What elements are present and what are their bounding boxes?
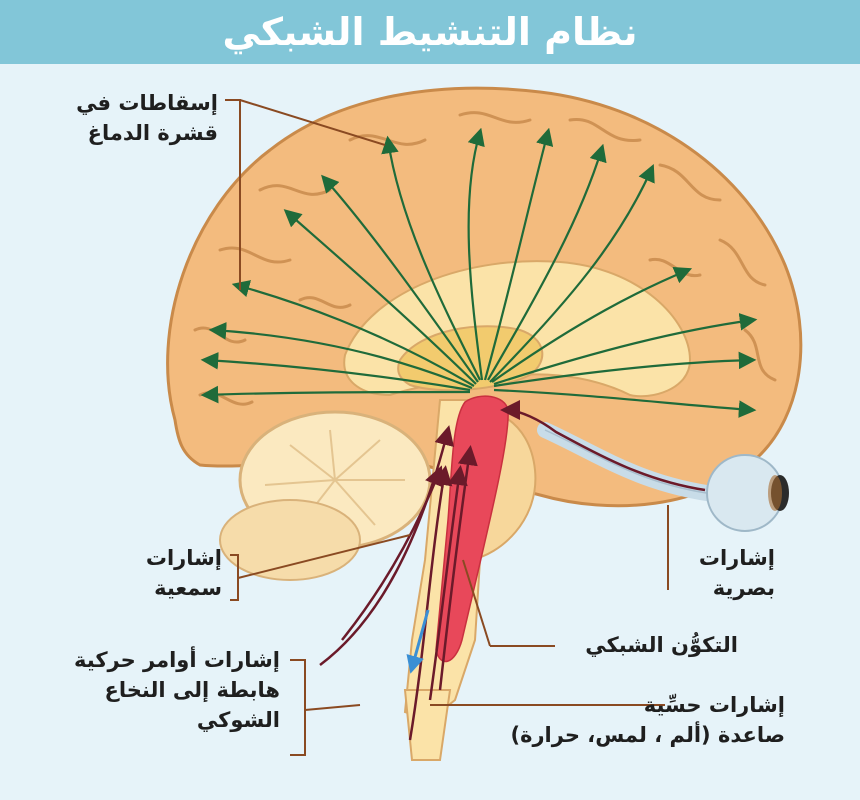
label-reticular-formation: التكوُّن الشبكي	[585, 630, 738, 660]
label-cortex-projections-line1: إسقاطات في	[76, 91, 218, 115]
label-cortex-projections: إسقاطات في قشرة الدماغ	[76, 88, 218, 148]
label-cortex-projections-line2: قشرة الدماغ	[87, 121, 218, 145]
label-motor-signals-line3: الشوكي	[196, 708, 280, 732]
label-visual-signals: إشارات بصرية	[699, 543, 775, 603]
label-motor-signals: إشارات أوامر حركية هابطة إلى النخاع الشو…	[74, 645, 280, 735]
title-bar: نظام التنشيط الشبكي	[0, 0, 860, 64]
label-sensory-signals: إشارات حسِّية صاعدة (ألم ، لمس، حرارة)	[510, 690, 785, 750]
label-auditory-signals-line1: إشارات	[145, 546, 222, 570]
label-reticular-formation-text: التكوُّن الشبكي	[585, 633, 738, 657]
descending-motor-arrow	[406, 609, 430, 674]
label-visual-signals-line2: بصرية	[712, 576, 775, 600]
label-visual-signals-line1: إشارات	[698, 546, 775, 570]
label-motor-signals-line1: إشارات أوامر حركية	[74, 648, 280, 672]
diagram-title: نظام التنشيط الشبكي	[222, 10, 638, 54]
label-auditory-signals: إشارات سمعية	[146, 543, 222, 603]
lower-cerebellum	[219, 499, 361, 581]
label-sensory-signals-line2: صاعدة (ألم ، لمس، حرارة)	[510, 723, 785, 747]
leader-lines	[225, 99, 669, 756]
label-sensory-signals-line1: إشارات حسِّية	[643, 693, 785, 717]
label-auditory-signals-line2: سمعية	[154, 576, 222, 600]
cortical-projection-arrows	[200, 127, 758, 418]
label-motor-signals-line2: هابطة إلى النخاع	[104, 678, 281, 702]
sensory-signal-arrows	[319, 400, 706, 741]
